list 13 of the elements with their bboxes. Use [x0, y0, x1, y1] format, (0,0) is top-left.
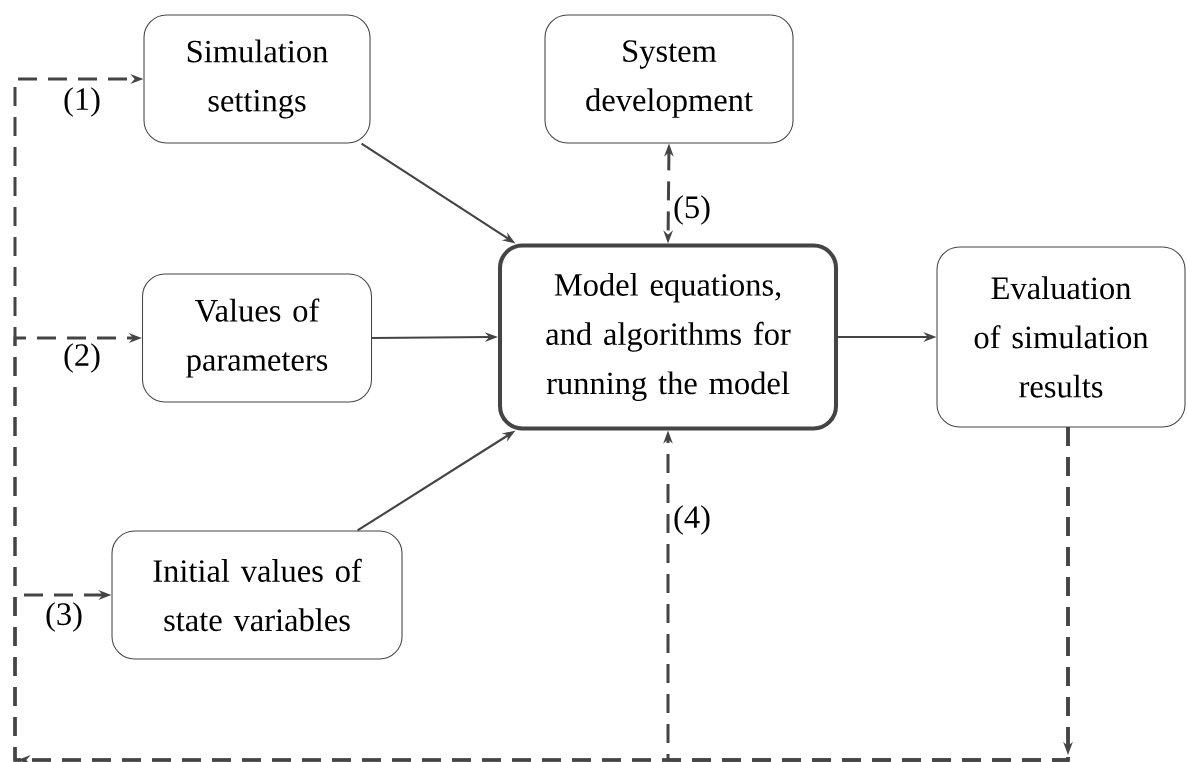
- arrow: [13, 74, 1073, 762]
- process-box: Values of parameters: [142, 273, 373, 403]
- edge-label: (4): [674, 505, 710, 535]
- edge-label: (1): [64, 87, 100, 117]
- model-box: Model equations, and algorithms for running the model: [498, 243, 839, 431]
- edge-label: (3): [46, 602, 82, 632]
- edge-label: (2): [64, 343, 100, 373]
- arrow: [663, 427, 1070, 762]
- process-box: Evaluation of simulation results: [936, 246, 1186, 428]
- process-box: Initial values of state variables: [111, 530, 403, 660]
- process-box: System development: [544, 14, 794, 144]
- process-box: Simulation settings: [143, 14, 371, 144]
- edge-label: (5): [674, 195, 710, 225]
